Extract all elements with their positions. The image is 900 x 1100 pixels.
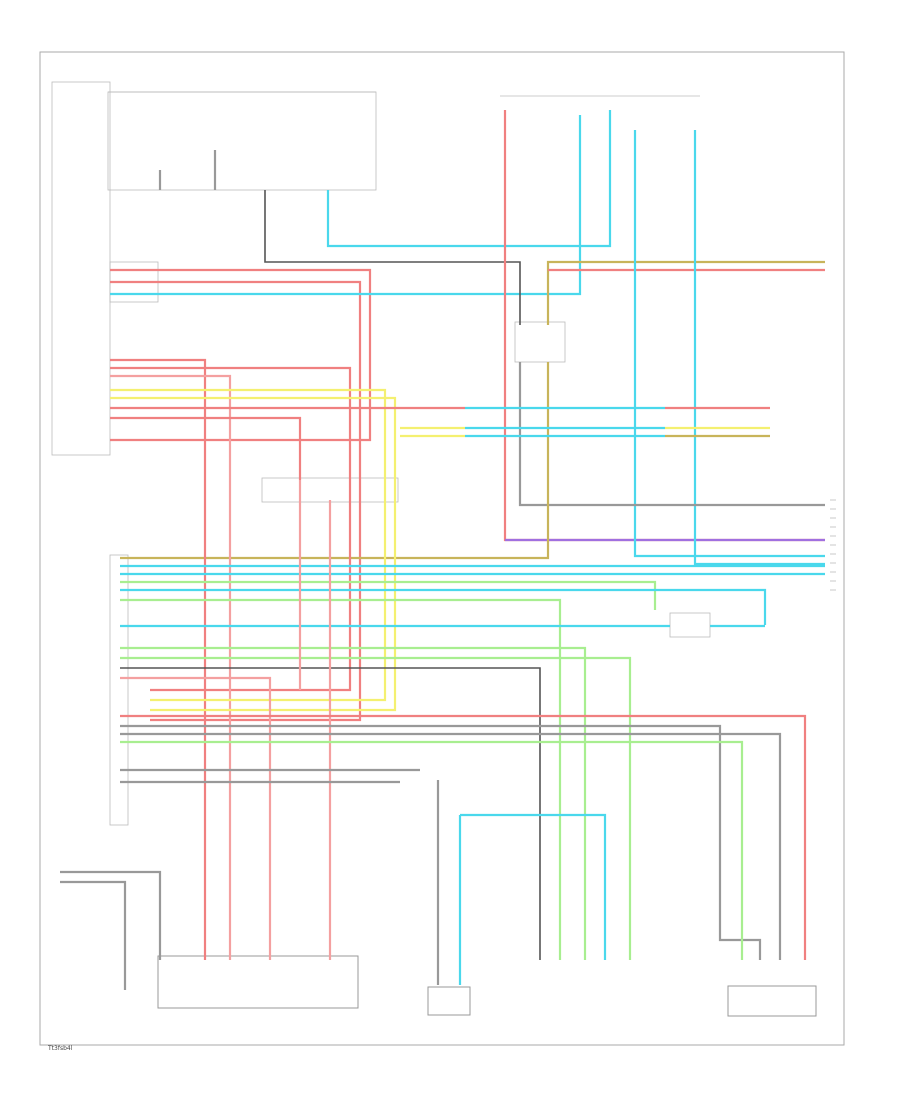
lower-module-box (109, 554, 129, 826)
wire-red-21 (110, 416, 302, 480)
wire-gray-43 (120, 732, 782, 960)
wire-red-14 (110, 366, 352, 692)
wire-green-36 (120, 656, 632, 960)
wire-gray-50 (60, 870, 162, 960)
wire-cyan-4 (326, 110, 612, 248)
top-fuse-block (107, 91, 377, 191)
wire-olive-12 (120, 362, 550, 560)
tick-group (830, 499, 836, 591)
wire-green-30 (120, 580, 657, 610)
page-id-label: Tt3fsb4l (47, 1045, 73, 1052)
wire-green-32 (120, 598, 562, 960)
wire-group (60, 110, 825, 990)
diagram-frame (39, 51, 845, 1046)
wire-pink-38 (120, 676, 272, 960)
control-module-box (51, 81, 111, 456)
wire-green-44 (120, 740, 744, 960)
wire-olive-5 (546, 260, 825, 325)
relay-box (514, 321, 566, 363)
wire-dark-37 (120, 667, 541, 960)
wire-cyan-10 (693, 130, 825, 566)
wire-red-1 (110, 280, 362, 722)
wire-cyan-9 (633, 130, 825, 558)
wire-green-35 (120, 646, 587, 960)
wire-gray-42 (120, 724, 762, 960)
junction-connector (261, 477, 399, 503)
wire-cyan-45 (460, 813, 607, 960)
wire-red-0 (110, 268, 372, 442)
wire-yellow-16 (110, 388, 387, 702)
wire-gray-51 (60, 880, 127, 990)
wire-red-13 (110, 358, 207, 960)
wire-yellow-17 (110, 396, 397, 712)
right-relay-box (669, 612, 711, 638)
wire-cyan-2 (110, 115, 582, 296)
wire-gray-11 (518, 362, 825, 507)
center-switch-box (427, 986, 471, 1016)
wire-dark-3 (264, 190, 521, 325)
door-switch-box (157, 955, 359, 1009)
right-switch-box (727, 985, 817, 1017)
wire-pink-15 (110, 374, 232, 960)
wire-red-7 (503, 110, 825, 542)
wire-red-41 (120, 714, 807, 960)
wire-cyan-31 (120, 588, 767, 625)
